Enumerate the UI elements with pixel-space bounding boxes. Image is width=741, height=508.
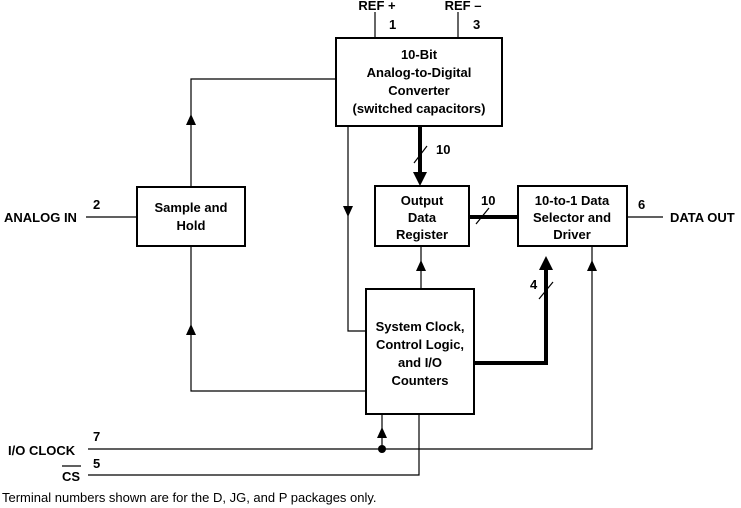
sample-hold-label-2: Hold — [177, 218, 206, 233]
analog-in-pin: 2 — [93, 197, 100, 212]
control-to-register-arrow — [416, 260, 426, 271]
control-logic-label-3: and I/O — [398, 355, 442, 370]
sh-to-adc-arrow — [186, 114, 196, 125]
adc-block — [335, 37, 503, 127]
ref-minus-label: REF – — [445, 0, 482, 13]
data-selector-label-3: Driver — [553, 227, 591, 242]
control-to-sh-arrow — [186, 324, 196, 335]
ref-plus-label: REF + — [358, 0, 396, 13]
control-to-selector-bus — [474, 268, 548, 365]
cs-wire — [88, 414, 420, 476]
cs-pin: 5 — [93, 456, 100, 471]
data-selector-block — [517, 185, 628, 247]
io-clock-label: I/O CLOCK — [8, 443, 76, 458]
register-bus-width: 10 — [481, 193, 495, 208]
register-bus-slash — [475, 207, 490, 225]
ref-plus-pin: 1 — [389, 17, 396, 32]
output-register-label-1: Output — [401, 193, 444, 208]
control-logic-label-1: System Clock, — [376, 319, 465, 334]
control-to-selector-arrow — [539, 256, 553, 270]
control-bus-width: 4 — [530, 277, 538, 292]
selector-bus-slash — [538, 281, 554, 300]
sample-hold-label-1: Sample and — [155, 200, 228, 215]
adc-bus-slash — [413, 145, 428, 164]
io-clock-selector-arrow — [587, 260, 597, 271]
output-register-label-2: Data — [408, 210, 437, 225]
adc-label-2: Analog-to-Digital — [367, 65, 472, 80]
data-selector-label-1: 10-to-1 Data — [535, 193, 610, 208]
cs-label: CS — [62, 469, 80, 484]
data-out-pin: 6 — [638, 197, 645, 212]
sample-hold-block — [136, 186, 246, 247]
sh-to-adc-wire — [190, 78, 336, 187]
adc-label-3: Converter — [388, 83, 449, 98]
control-logic-block — [365, 288, 475, 415]
io-clock-wire — [88, 246, 593, 450]
data-selector-label-2: Selector and — [533, 210, 611, 225]
adc-to-control-arrow — [343, 206, 353, 217]
footnote: Terminal numbers shown are for the D, JG… — [2, 490, 377, 505]
output-register-label-3: Register — [396, 227, 448, 242]
io-clock-pin: 7 — [93, 429, 100, 444]
adc-to-register-arrow — [413, 172, 427, 186]
adc-label-4: (switched capacitors) — [353, 101, 486, 116]
data-out-label: DATA OUT — [670, 210, 735, 225]
ref-minus-pin: 3 — [473, 17, 480, 32]
control-to-sh-wire — [190, 246, 366, 392]
output-register-block — [374, 185, 470, 247]
adc-to-control-wire — [347, 126, 366, 332]
adc-bus-width: 10 — [436, 142, 450, 157]
control-logic-label-4: Counters — [391, 373, 448, 388]
analog-in-label: ANALOG IN — [4, 210, 77, 225]
control-logic-label-2: Control Logic, — [376, 337, 464, 352]
io-clock-control-arrow — [377, 427, 387, 438]
adc-label-1: 10-Bit — [401, 47, 438, 62]
io-clock-junction — [378, 445, 386, 453]
